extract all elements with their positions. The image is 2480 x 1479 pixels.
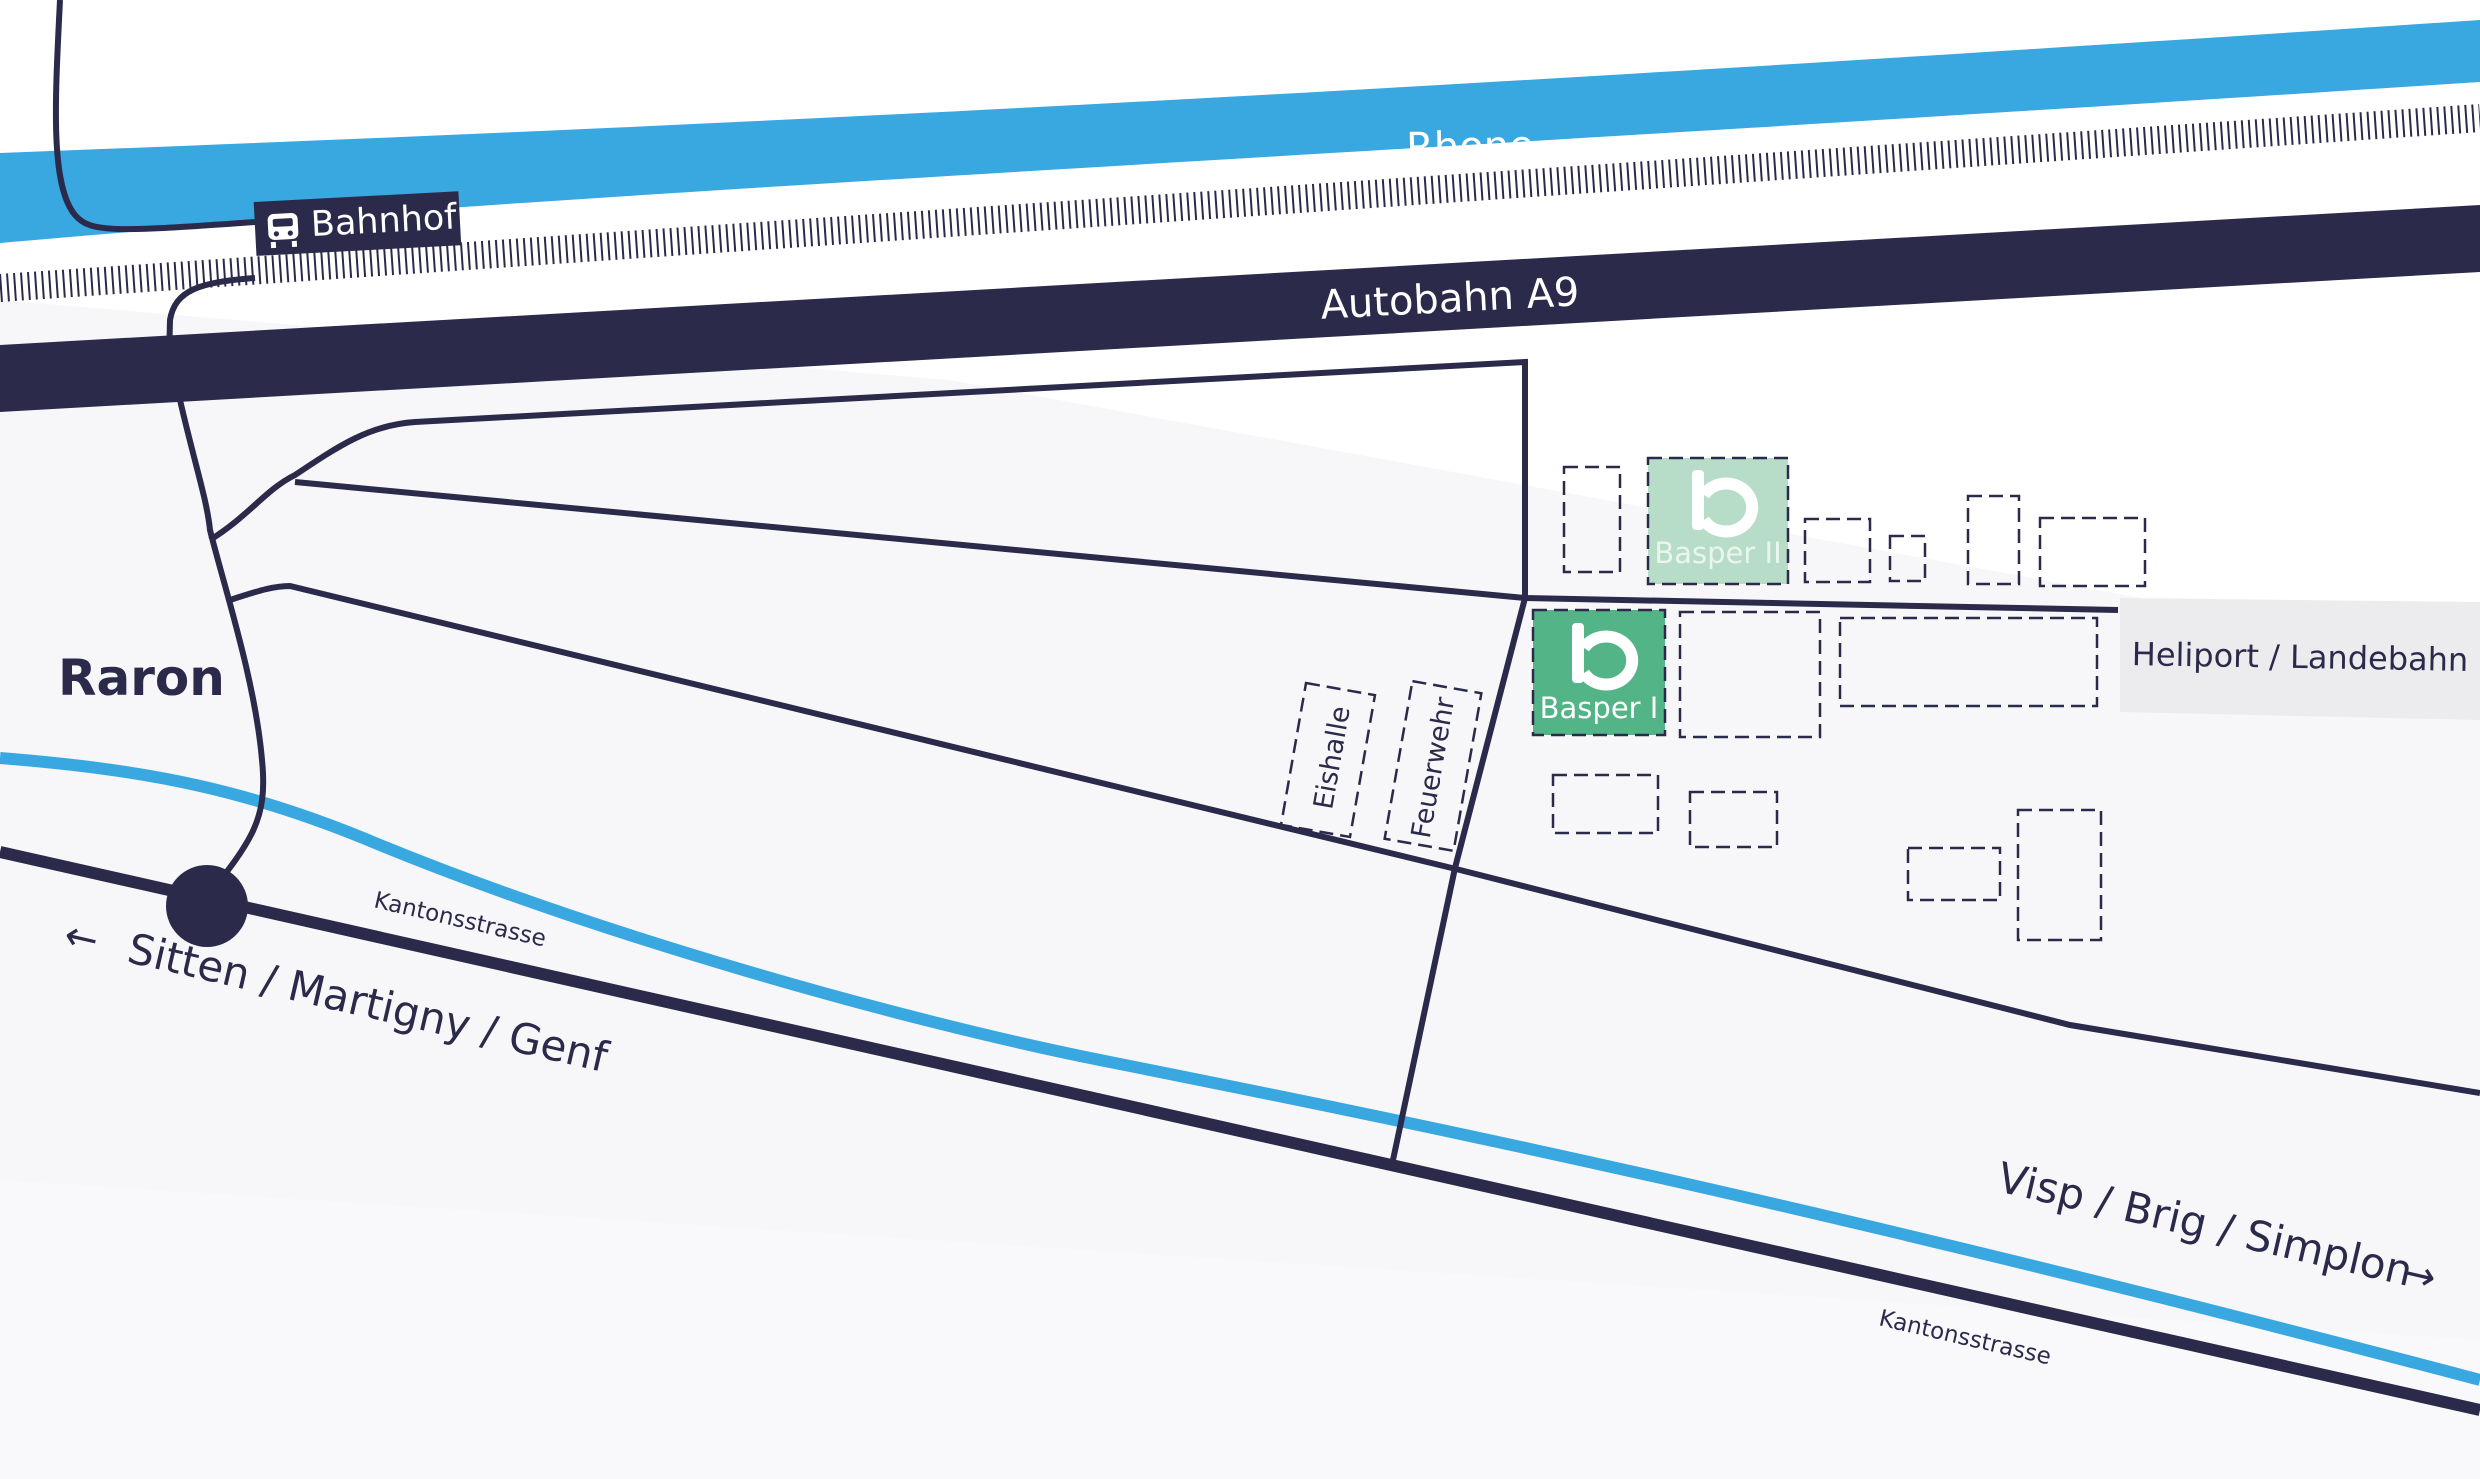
kantonsstrasse-road bbox=[0, 846, 2480, 1416]
basper-i-label: Basper I bbox=[1540, 691, 1659, 725]
bahnhof-station[interactable]: Bahnhof bbox=[253, 191, 462, 256]
basper-ii-label: Basper II bbox=[1654, 536, 1781, 570]
train-icon bbox=[267, 213, 299, 249]
autobahn-a9 bbox=[0, 205, 2480, 412]
rhone-river bbox=[0, 20, 2480, 243]
basper-logo-icon bbox=[1572, 623, 1639, 691]
basper-logo-icon bbox=[1692, 470, 1759, 538]
town-label: Raron bbox=[58, 649, 225, 707]
basper-i[interactable]: Basper I bbox=[1531, 608, 1667, 737]
bahnhof-label: Bahnhof bbox=[310, 197, 458, 245]
building-outlines bbox=[1279, 465, 2147, 942]
heliport-label: Heliport / Landebahn bbox=[2132, 635, 2469, 679]
basper-ii[interactable]: Basper II bbox=[1646, 456, 1790, 586]
heliport-area bbox=[2120, 598, 2480, 720]
stream bbox=[0, 752, 2480, 1386]
roundabout bbox=[166, 865, 248, 947]
local-roads bbox=[52, 0, 2480, 1161]
railway bbox=[0, 104, 2480, 302]
rhone-label: Rhone bbox=[1406, 123, 1534, 171]
